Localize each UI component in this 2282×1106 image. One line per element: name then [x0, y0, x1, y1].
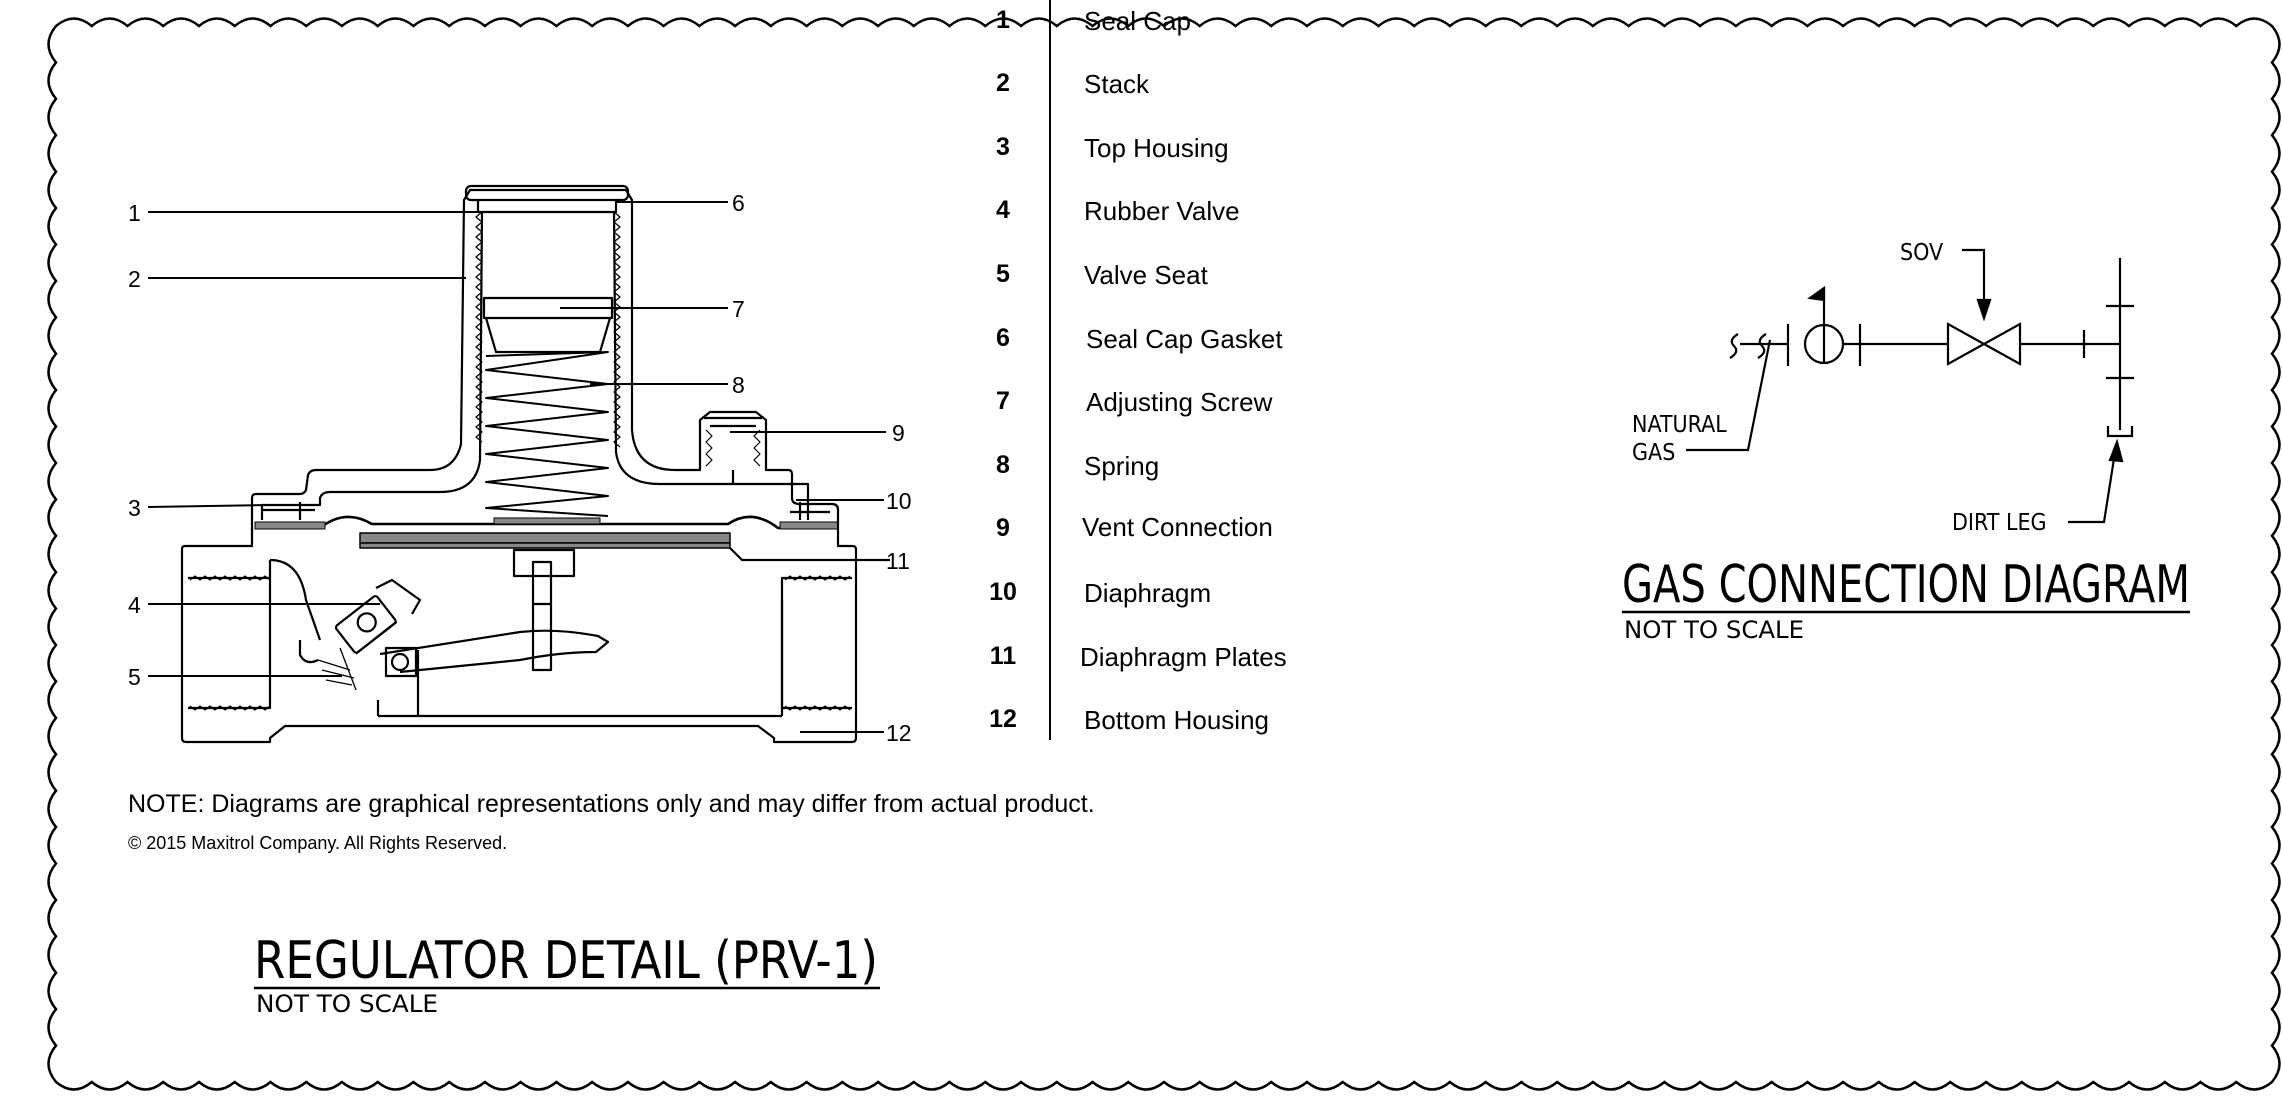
gas-diagram-subtitle: NOT TO SCALE	[1624, 616, 1804, 644]
lever-pivot	[390, 652, 410, 672]
left-inlet-bore	[188, 576, 272, 710]
regulator-drawing	[180, 184, 890, 744]
legend-num-11: 11	[990, 642, 1017, 670]
callout-7: 7	[732, 296, 745, 322]
dirt-leg-label: DIRT LEG	[1952, 510, 2047, 536]
legend-label-8: Spring	[1084, 451, 1159, 481]
legend-label-11: Diaphragm Plates	[1080, 642, 1287, 672]
legend-num-9: 9	[996, 514, 1010, 542]
legend-label-12: Bottom Housing	[1084, 705, 1269, 735]
left-thread-bottom	[189, 705, 271, 711]
legend-num-1: 1	[996, 6, 1010, 34]
sov-label: SOV	[1900, 240, 1943, 266]
right-outlet-bore	[780, 576, 852, 710]
pipe-break-symbol	[1729, 333, 1739, 359]
callout-1: 1	[128, 200, 141, 226]
rubber-valve-assembly	[334, 595, 398, 655]
callout-numbers: 1 2 3 4 5 6 7 8 9 10 11 12	[128, 190, 912, 746]
legend-num-8: 8	[996, 451, 1010, 479]
bottom-housing-outline	[180, 528, 858, 744]
callout-3: 3	[128, 495, 141, 521]
legend-num-2: 2	[996, 69, 1010, 97]
callout-8: 8	[732, 372, 745, 398]
legend-label-9: Vent Connection	[1082, 512, 1273, 542]
sov-leader	[1962, 248, 1986, 314]
valve-seat-lines	[317, 647, 357, 691]
diaphragm-plate	[359, 532, 731, 544]
valve-lever	[379, 629, 610, 674]
legend-table: 1 Seal Cap 2 Stack 3 Top Housing 4 Rubbe…	[989, 6, 1287, 735]
right-thread-top	[784, 575, 851, 581]
diaphragm-clamp-left	[254, 521, 326, 530]
gas-connection-diagram	[1686, 248, 2134, 524]
legend-num-4: 4	[996, 196, 1010, 224]
gas-diagram-title: GAS CONNECTION DIAGRAM	[1622, 555, 2190, 615]
legend-label-5: Valve Seat	[1084, 260, 1209, 290]
legend-label-2: Stack	[1084, 69, 1150, 99]
legend-num-7: 7	[996, 387, 1010, 415]
legend-num-6: 6	[996, 324, 1010, 352]
regulator-subtitle: NOT TO SCALE	[256, 990, 438, 1018]
natural-gas-label-line-2: GAS	[1632, 440, 1675, 466]
diaphragm-clamp-right	[779, 521, 839, 530]
callout-10: 10	[886, 488, 912, 514]
callout-12: 12	[886, 720, 912, 746]
vent-connection	[704, 416, 762, 428]
gas-cock-handle-flag	[1807, 285, 1826, 302]
callout-11: 11	[886, 548, 910, 574]
legend-label-4: Rubber Valve	[1084, 196, 1240, 226]
legend-num-10: 10	[989, 578, 1017, 606]
callout-2: 2	[128, 266, 141, 292]
callout-6: 6	[732, 190, 745, 216]
natural-gas-label-line-1: NATURAL	[1632, 412, 1727, 438]
legend-num-5: 5	[996, 260, 1010, 288]
legend-num-3: 3	[996, 133, 1010, 161]
legend-label-1: Seal Cap	[1084, 6, 1191, 36]
natural-gas-leader	[1686, 339, 1772, 452]
callout-leaders	[147, 201, 886, 733]
stack-thread-left	[475, 211, 483, 443]
callout-4: 4	[128, 592, 141, 618]
legend-label-6: Seal Cap Gasket	[1086, 324, 1283, 354]
legend-label-10: Diaphragm	[1084, 578, 1211, 608]
spring	[485, 351, 609, 517]
disclaimer-note: NOTE: Diagrams are graphical representat…	[128, 790, 1095, 818]
stack-thread-right	[613, 211, 621, 448]
top-housing-inner	[260, 211, 810, 520]
copyright-text: © 2015 Maxitrol Company. All Rights Rese…	[128, 833, 507, 853]
scalloped-border	[47, 17, 2281, 1091]
legend-label-7: Adjusting Screw	[1086, 387, 1273, 417]
dirt-leg-cap	[2106, 426, 2134, 438]
regulator-title: REGULATOR DETAIL (PRV-1)	[254, 931, 878, 991]
legend-num-12: 12	[989, 705, 1017, 733]
dirt-leg-leader	[2068, 445, 2118, 524]
seal-cap	[464, 184, 630, 202]
shutoff-valve-symbol	[1946, 322, 2022, 366]
callout-9: 9	[892, 420, 905, 446]
right-thread-bottom	[784, 705, 851, 711]
center-stem	[531, 560, 553, 672]
callout-5: 5	[128, 664, 141, 690]
top-housing-outline	[250, 188, 840, 528]
left-thread-top	[189, 575, 271, 581]
legend-label-3: Top Housing	[1084, 133, 1229, 163]
